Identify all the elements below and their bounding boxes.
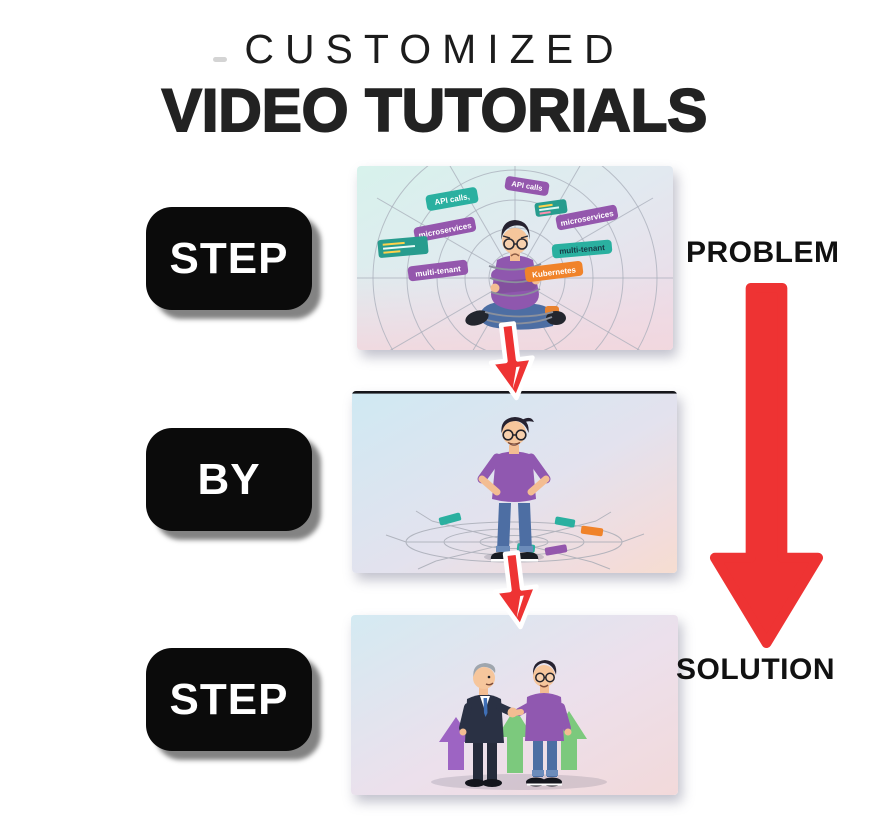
developer bbox=[507, 660, 572, 787]
code-snippet-box-top bbox=[534, 199, 568, 217]
title-line-1: CUSTOMIZED bbox=[244, 26, 625, 72]
handshake-growth-illustration bbox=[351, 615, 678, 795]
down-arrow-icon bbox=[492, 550, 539, 630]
ground-shadow bbox=[431, 774, 607, 790]
svg-text:multi-tenant: multi-tenant bbox=[559, 243, 606, 256]
handshake-hands bbox=[507, 707, 518, 718]
tag-multi-tenant-left: multi-tenant bbox=[407, 259, 469, 282]
confident-developer bbox=[477, 417, 551, 562]
standing-confident-illustration bbox=[352, 391, 677, 573]
panel-standing-confident bbox=[352, 391, 677, 573]
tag-multi-tenant-right: multi-tenant bbox=[551, 239, 613, 259]
tag-api-calls-top: API calls bbox=[504, 176, 550, 196]
step-badge-1-label: STEP bbox=[169, 233, 289, 283]
step-badge-3-label: STEP bbox=[169, 674, 289, 724]
step-badge-3: STEP bbox=[146, 648, 312, 751]
problem-to-solution-arrow-icon bbox=[709, 283, 824, 649]
up-arrow-green-icon bbox=[497, 708, 533, 773]
buzzword-tags: API calls, API calls microservices bbox=[377, 176, 619, 283]
tag-kubernetes: Kubernetes bbox=[524, 260, 584, 283]
solution-label: SOLUTION bbox=[676, 653, 835, 686]
title-line-2: VIDEO TUTORIALS bbox=[161, 76, 709, 145]
down-arrow-icon bbox=[488, 321, 535, 401]
businessman bbox=[459, 663, 515, 787]
step-badge-2-label: BY bbox=[197, 454, 261, 504]
code-snippet-box-left bbox=[377, 236, 429, 258]
problem-label: PROBLEM bbox=[686, 236, 840, 269]
tangled-in-web-illustration: API calls, API calls microservices bbox=[357, 166, 673, 350]
panel-tangled-in-web: API calls, API calls microservices bbox=[357, 166, 673, 350]
scattered-tags bbox=[438, 512, 604, 556]
decorative-dash bbox=[213, 57, 227, 62]
step-badge-2: BY bbox=[146, 428, 312, 531]
panel-handshake-growth bbox=[351, 615, 678, 795]
tag-api-calls-left: API calls, bbox=[425, 187, 479, 211]
step-badge-1: STEP bbox=[146, 207, 312, 310]
